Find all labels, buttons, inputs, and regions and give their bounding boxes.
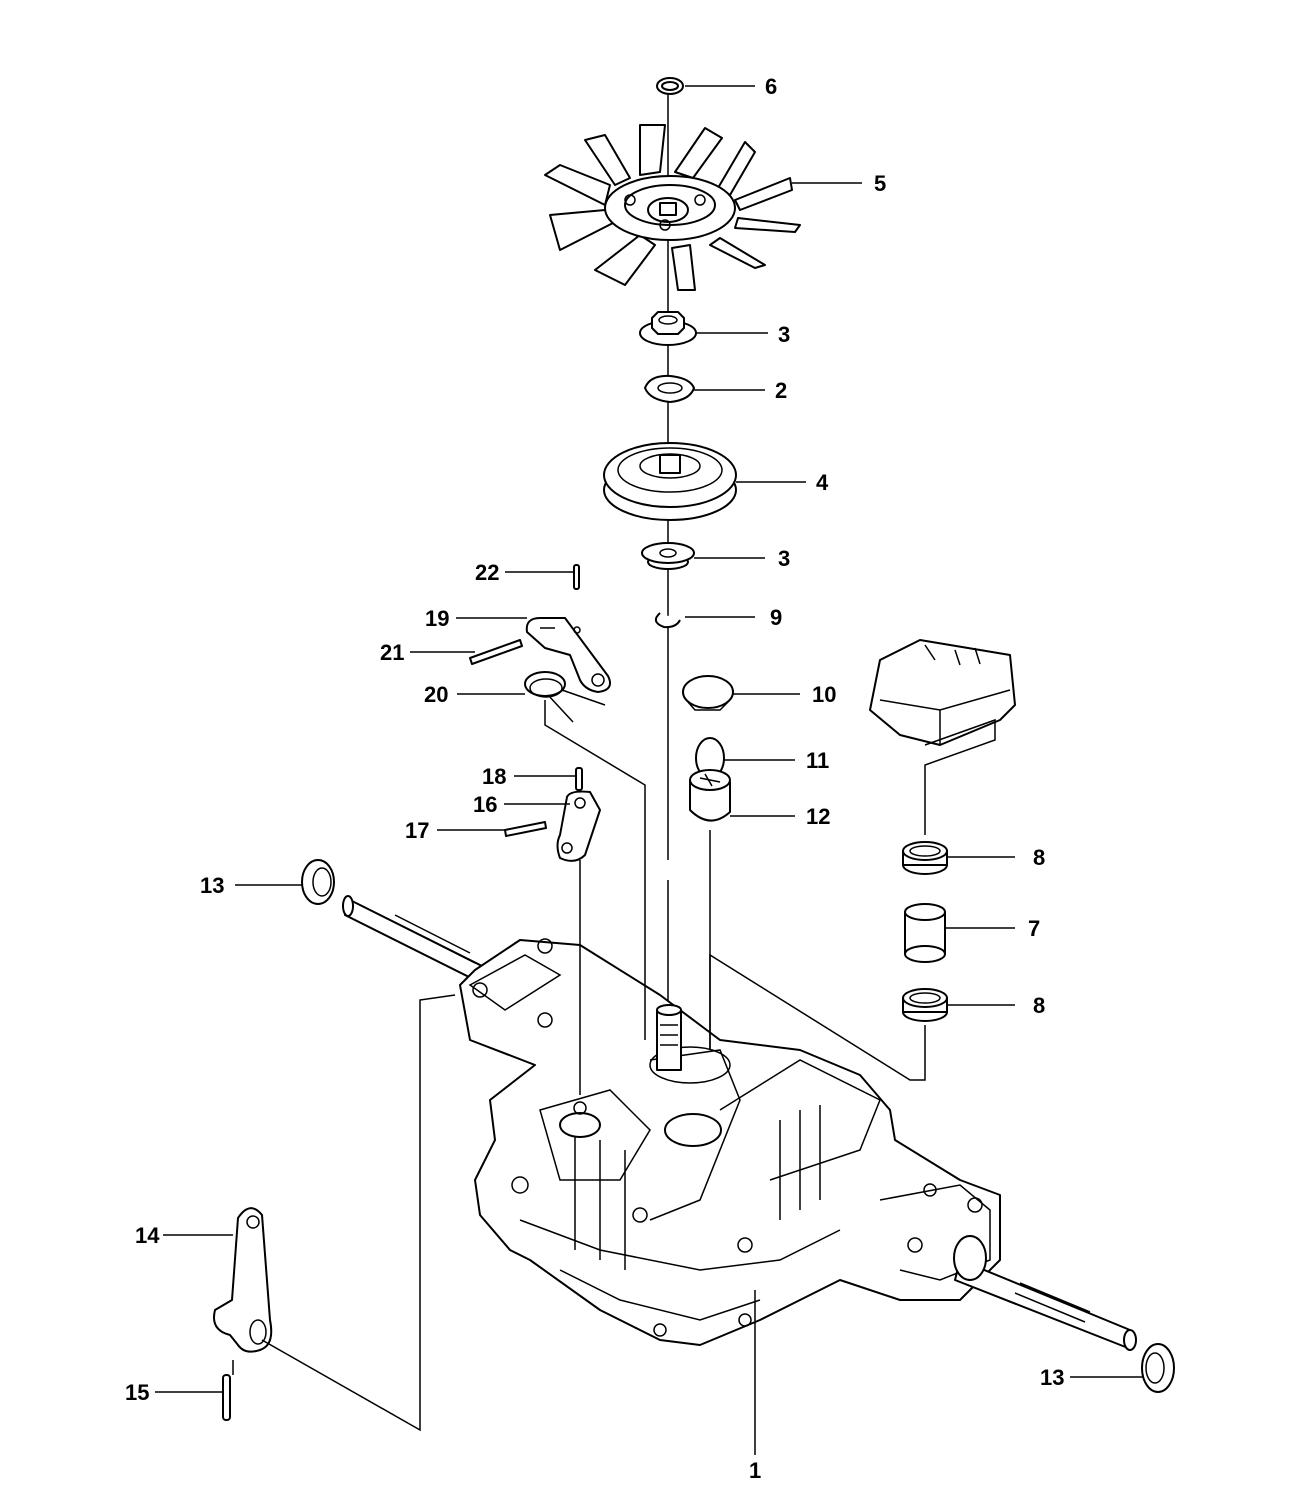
- part-21-roll-pin: [469, 639, 523, 665]
- part-15-pin: [222, 1374, 231, 1421]
- callout-11: 11: [806, 748, 829, 773]
- part-3-hex-spacer-upper: [639, 311, 697, 346]
- part-10-cap: [682, 675, 734, 711]
- callout-20: 20: [424, 682, 448, 707]
- part-20-torsion-spring: [524, 671, 606, 723]
- part-4-pulley: [603, 442, 737, 521]
- part-12-valve: [689, 769, 731, 822]
- part-22-pin: [573, 564, 580, 590]
- right-axle-shaft: [953, 1235, 1137, 1351]
- part-3-spacer-lower: [641, 542, 695, 570]
- part-1-transaxle-housing: [459, 938, 1001, 1346]
- callout-14: 14: [135, 1223, 160, 1248]
- part-9-e-clip: [654, 612, 681, 629]
- callout-8-lower: 8: [1033, 993, 1045, 1018]
- callout-13-right: 13: [1040, 1365, 1064, 1390]
- callout-13-left: 13: [200, 873, 224, 898]
- callout-6: 6: [765, 74, 777, 99]
- callout-18: 18: [482, 764, 506, 789]
- callout-10: 10: [812, 682, 836, 707]
- part-13-axle-seal-right: [1141, 1343, 1175, 1393]
- part-2-washer: [644, 374, 695, 403]
- callout-12: 12: [806, 804, 830, 829]
- callout-1: 1: [749, 1458, 761, 1483]
- callout-16: 16: [473, 792, 497, 817]
- part-13-axle-seal-left: [301, 859, 335, 905]
- callout-21: 21: [380, 640, 404, 665]
- part-18-pin: [575, 767, 583, 791]
- callout-17: 17: [405, 818, 429, 843]
- callout-labels: 6 5 3 2 4 3 22 9 19 21 10 20 11 18 16 12…: [125, 74, 1064, 1483]
- callout-3-upper: 3: [778, 322, 790, 347]
- part-7-sleeve: [904, 903, 946, 963]
- part-6-retaining-ring: [656, 77, 684, 95]
- part-14-external-arm: [213, 1207, 273, 1353]
- callout-15: 15: [125, 1380, 149, 1405]
- part-8-bushing-lower: [902, 988, 948, 1022]
- part-8-bushing-upper: [902, 841, 948, 875]
- part-19-bypass-arm: [525, 617, 611, 693]
- callout-9: 9: [770, 605, 782, 630]
- part-5-cooling-fan: [544, 124, 801, 291]
- part-16-lever-arm: [556, 790, 601, 862]
- callout-22: 22: [475, 560, 499, 585]
- callout-5: 5: [874, 171, 886, 196]
- callout-7: 7: [1028, 916, 1040, 941]
- callout-3-lower: 3: [778, 546, 790, 571]
- callout-19: 19: [425, 606, 449, 631]
- assembly-lines: [232, 700, 996, 1432]
- reservoir-tank: [869, 639, 1016, 746]
- part-17-pin: [504, 821, 547, 837]
- input-shaft: [656, 1004, 682, 1071]
- callout-leaders: [155, 85, 1143, 1455]
- callout-4: 4: [816, 470, 829, 495]
- callout-2: 2: [775, 378, 787, 403]
- callout-8-upper: 8: [1033, 845, 1045, 870]
